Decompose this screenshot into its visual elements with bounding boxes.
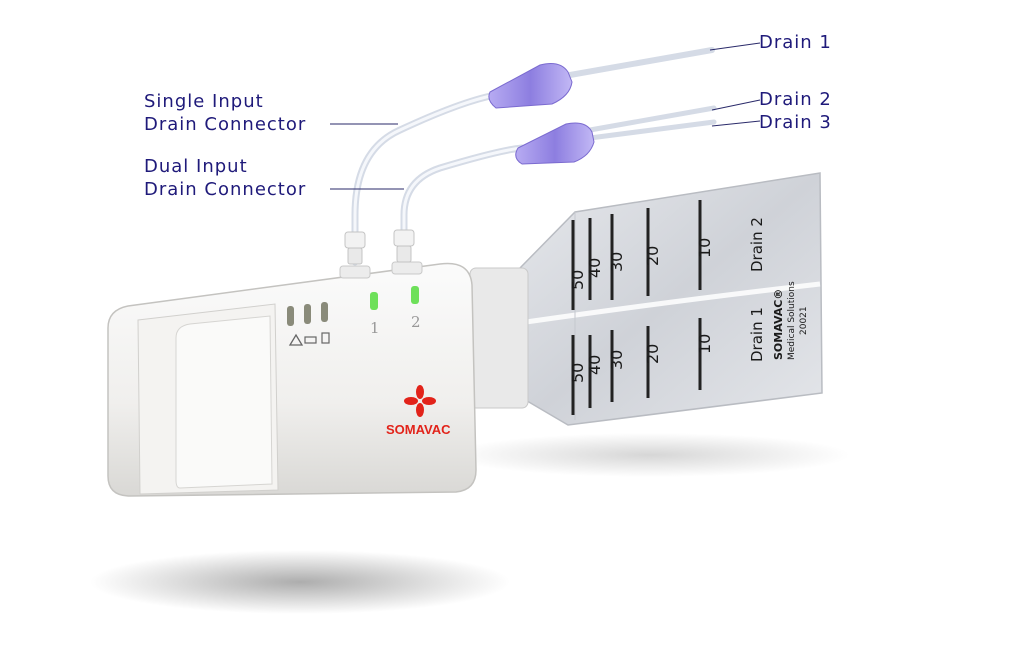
bag-lower-drain-label: Drain 1 <box>748 307 766 362</box>
status-led-1 <box>287 306 294 326</box>
tubing <box>351 47 717 266</box>
drain-2-3-luer-connector <box>515 122 595 165</box>
floor-shadow <box>90 550 510 614</box>
bag-brand-sub: Medical Solutions <box>787 281 797 360</box>
pump-device <box>107 261 477 497</box>
bag-upper-tick-20: 20 <box>643 246 662 266</box>
logo-mark <box>404 385 436 417</box>
callout-leaders <box>330 42 761 190</box>
bag-lower-tick-20: 20 <box>643 344 662 364</box>
status-led-2 <box>304 304 311 324</box>
connector-port-1 <box>339 265 371 279</box>
dual-input-label-line2: Drain Connector <box>144 179 307 200</box>
port-2-label: 2 <box>411 313 421 331</box>
drain-3-label: Drain 3 <box>759 112 832 133</box>
bag-brand: SOMAVAC® <box>772 289 785 360</box>
bag-lower-tick-30: 30 <box>607 350 626 370</box>
bag-upper-drain-label: Drain 2 <box>748 217 766 272</box>
port-2-led <box>411 286 419 304</box>
warning-icon <box>288 333 304 346</box>
bag-lower-scale: 50 40 30 20 10 Drain 1 <box>568 307 766 415</box>
drain-2-label: Drain 2 <box>759 89 832 110</box>
single-input-connector <box>344 231 366 265</box>
dual-input-connector <box>393 229 415 263</box>
status-led-3 <box>321 302 328 322</box>
port-1-label: 1 <box>370 319 380 337</box>
bag-upper-tick-30: 30 <box>607 252 626 272</box>
somavac-logo: SOMAVAC <box>386 385 451 437</box>
bag-lower-tick-50: 50 <box>568 363 587 383</box>
bag-upper-tick-40: 40 <box>585 258 604 278</box>
drain-1-label: Drain 1 <box>759 32 832 53</box>
battery-icon <box>304 336 317 344</box>
status-panel: 1 2 <box>287 286 421 346</box>
single-input-label-line1: Single Input <box>144 91 264 112</box>
bag-lower-tick-10: 10 <box>695 334 714 354</box>
collection-bag: 50 40 30 20 10 Drain 2 50 40 30 20 10 Dr… <box>519 172 823 426</box>
bag-code: 20021 <box>799 306 809 335</box>
bag-upper-tick-50: 50 <box>568 270 587 290</box>
connector-port-2 <box>391 261 423 275</box>
bag-lower-tick-40: 40 <box>585 355 604 375</box>
canister-icon <box>321 332 330 344</box>
single-input-label-line2: Drain Connector <box>144 114 307 135</box>
bag-upper-scale: 50 40 30 20 10 Drain 2 <box>568 200 766 310</box>
logo-text: SOMAVAC <box>386 422 451 437</box>
bag-inlet <box>469 267 529 409</box>
drain-1-luer-connector <box>488 63 573 109</box>
bag-upper-tick-10: 10 <box>695 238 714 258</box>
dual-input-label-line1: Dual Input <box>144 156 248 177</box>
floor-shadow-bag <box>450 433 850 477</box>
port-1-led <box>370 292 378 310</box>
